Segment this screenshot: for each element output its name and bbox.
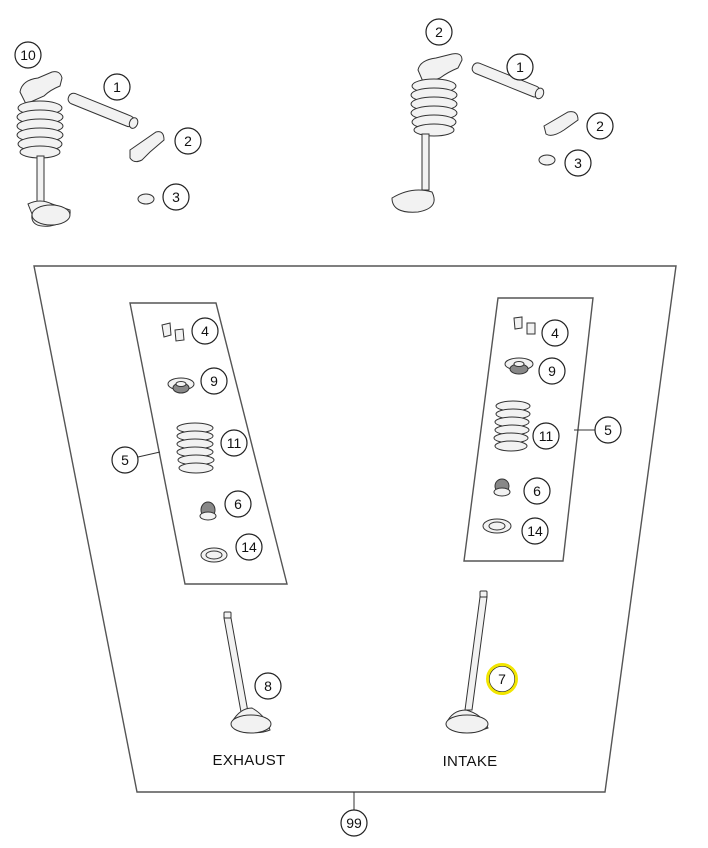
exhaust-valve: 8 EXHAUST	[213, 611, 286, 769]
svg-text:3: 3	[172, 189, 180, 205]
spring-seat-washer	[482, 518, 512, 534]
intake-subkit: 4 9 11 6 14 5	[482, 316, 622, 545]
top-right-assembly: 2 1 2 3	[391, 18, 614, 213]
exhaust-subkit: 4 9 11 6 14 5	[111, 317, 263, 563]
svg-text:99: 99	[346, 815, 362, 831]
callout-11: 11	[532, 422, 560, 450]
callout-5: 5	[111, 446, 139, 474]
valve-keepers	[161, 322, 185, 342]
rocker-shaft	[471, 62, 545, 100]
shim	[538, 154, 556, 166]
svg-text:14: 14	[527, 523, 543, 539]
svg-text:6: 6	[533, 483, 541, 499]
intake-label: INTAKE	[443, 753, 498, 770]
callout-1: 1	[506, 53, 534, 81]
svg-text:5: 5	[604, 422, 612, 438]
svg-text:14: 14	[241, 539, 257, 555]
spring-seat-washer	[200, 547, 228, 563]
callout-9: 9	[538, 357, 566, 385]
callout-2: 2	[425, 18, 453, 46]
callout-4: 4	[541, 319, 569, 347]
svg-text:9: 9	[210, 373, 218, 389]
valve-stem-seal	[493, 478, 511, 497]
svg-text:2: 2	[596, 118, 604, 134]
svg-text:10: 10	[20, 47, 36, 63]
rocker-arm	[417, 53, 463, 85]
small-rocker	[129, 131, 165, 163]
valve-stem	[36, 155, 45, 205]
top-left-assembly: 10 1 2 3	[14, 41, 202, 227]
callout-5: 5	[594, 416, 622, 444]
svg-text:4: 4	[201, 323, 209, 339]
valve-spring	[410, 78, 458, 137]
svg-text:5: 5	[121, 452, 129, 468]
callout-9: 9	[200, 367, 228, 395]
callout-3: 3	[162, 183, 190, 211]
svg-text:8: 8	[264, 678, 272, 694]
valve-stem	[421, 133, 430, 191]
svg-text:1: 1	[516, 59, 524, 75]
callout-99: 99	[340, 809, 368, 837]
callout-2b: 2	[586, 112, 614, 140]
valve-head	[391, 189, 435, 213]
valve-spring	[16, 100, 64, 159]
callout-1: 1	[103, 73, 131, 101]
callout-7: 7	[486, 663, 518, 695]
spring-retainer	[504, 357, 534, 375]
callout-10: 10	[14, 41, 42, 69]
svg-text:4: 4	[551, 325, 559, 341]
svg-text:2: 2	[184, 133, 192, 149]
svg-text:2: 2	[435, 24, 443, 40]
intake-valve: 7 INTAKE	[443, 590, 518, 770]
svg-text:6: 6	[234, 496, 242, 512]
svg-text:11: 11	[227, 435, 242, 451]
valve-stem-seal	[199, 501, 217, 521]
callout-14: 14	[521, 517, 549, 545]
callout-14: 14	[235, 533, 263, 561]
svg-text:7: 7	[498, 671, 506, 687]
callout-8: 8	[254, 672, 282, 700]
svg-text:1: 1	[113, 79, 121, 95]
callout-6: 6	[523, 477, 551, 505]
exhaust-label: EXHAUST	[213, 752, 286, 769]
callout-3: 3	[564, 149, 592, 177]
valve-spring	[493, 400, 531, 452]
shim	[137, 193, 155, 205]
callout-4: 4	[191, 317, 219, 345]
callout-6: 6	[224, 490, 252, 518]
callout-2: 2	[174, 127, 202, 155]
callout-highlight-ring	[486, 663, 518, 695]
rocker-shaft	[67, 92, 139, 129]
svg-text:11: 11	[539, 428, 554, 444]
valve-keepers	[513, 316, 536, 335]
small-rocker	[543, 111, 579, 136]
svg-text:9: 9	[548, 363, 556, 379]
rocker-arm	[19, 71, 63, 105]
svg-text:3: 3	[574, 155, 582, 171]
spring-retainer	[167, 377, 195, 394]
callout-11: 11	[220, 429, 248, 457]
valve-spring	[176, 422, 215, 474]
